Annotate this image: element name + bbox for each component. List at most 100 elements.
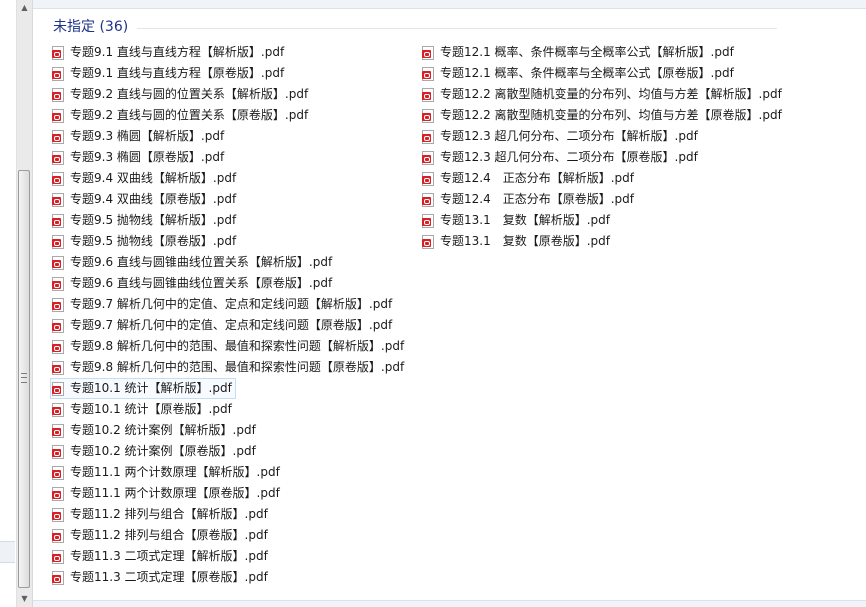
pdf-file-icon bbox=[52, 192, 64, 207]
pdf-file-icon bbox=[422, 66, 434, 81]
pdf-file-icon bbox=[52, 108, 64, 123]
file-item[interactable]: 专题12.2 离散型随机变量的分布列、均值与方差【原卷版】.pdf bbox=[420, 105, 786, 126]
file-item[interactable]: 专题9.5 抛物线【原卷版】.pdf bbox=[50, 231, 240, 252]
file-name: 专题10.2 统计案例【解析版】.pdf bbox=[70, 423, 256, 437]
file-item[interactable]: 专题9.8 解析几何中的范围、最值和探索性问题【解析版】.pdf bbox=[50, 336, 408, 357]
file-name: 专题9.1 直线与直线方程【解析版】.pdf bbox=[70, 45, 285, 59]
file-name: 专题9.6 直线与圆锥曲线位置关系【解析版】.pdf bbox=[70, 255, 333, 269]
file-item[interactable]: 专题9.8 解析几何中的范围、最值和探索性问题【原卷版】.pdf bbox=[50, 357, 408, 378]
file-item[interactable]: 专题12.2 离散型随机变量的分布列、均值与方差【解析版】.pdf bbox=[420, 84, 786, 105]
pdf-file-icon bbox=[52, 234, 64, 249]
pdf-file-icon bbox=[52, 465, 64, 480]
file-name: 专题11.3 二项式定理【解析版】.pdf bbox=[70, 549, 268, 563]
file-column-right: 专题12.1 概率、条件概率与全概率公式【解析版】.pdf 专题12.1 概率、条… bbox=[420, 42, 786, 252]
file-name: 专题12.4 正态分布【解析版】.pdf bbox=[440, 171, 634, 185]
file-item[interactable]: 专题9.6 直线与圆锥曲线位置关系【原卷版】.pdf bbox=[50, 273, 336, 294]
scroll-down-arrow-icon[interactable]: ▼ bbox=[21, 594, 28, 603]
file-name: 专题12.1 概率、条件概率与全概率公式【解析版】.pdf bbox=[440, 45, 734, 59]
file-name: 专题9.8 解析几何中的范围、最值和探索性问题【原卷版】.pdf bbox=[70, 360, 405, 374]
file-item[interactable]: 专题13.1 复数【解析版】.pdf bbox=[420, 210, 614, 231]
file-item[interactable]: 专题10.1 统计【解析版】.pdf bbox=[50, 378, 236, 399]
file-name: 专题11.2 排列与组合【解析版】.pdf bbox=[70, 507, 268, 521]
pdf-file-icon bbox=[52, 171, 64, 186]
pdf-file-icon bbox=[52, 150, 64, 165]
navigation-pane bbox=[0, 0, 17, 607]
file-name: 专题9.7 解析几何中的定值、定点和定线问题【解析版】.pdf bbox=[70, 297, 393, 311]
file-item[interactable]: 专题9.7 解析几何中的定值、定点和定线问题【原卷版】.pdf bbox=[50, 315, 396, 336]
navigation-pane-item[interactable] bbox=[0, 541, 15, 563]
pdf-file-icon bbox=[52, 255, 64, 270]
file-item[interactable]: 专题9.3 椭圆【解析版】.pdf bbox=[50, 126, 228, 147]
pdf-file-icon bbox=[52, 129, 64, 144]
file-item[interactable]: 专题9.5 抛物线【解析版】.pdf bbox=[50, 210, 240, 231]
pdf-file-icon bbox=[52, 276, 64, 291]
file-item[interactable]: 专题11.2 排列与组合【解析版】.pdf bbox=[50, 504, 272, 525]
file-name: 专题12.3 超几何分布、二项分布【原卷版】.pdf bbox=[440, 150, 698, 164]
file-name: 专题12.4 正态分布【原卷版】.pdf bbox=[440, 192, 634, 206]
pdf-file-icon bbox=[52, 213, 64, 228]
content-bottom-edge bbox=[33, 600, 866, 607]
pdf-file-icon bbox=[422, 87, 434, 102]
file-name: 专题9.3 椭圆【解析版】.pdf bbox=[70, 129, 225, 143]
file-item[interactable]: 专题10.2 统计案例【解析版】.pdf bbox=[50, 420, 260, 441]
file-item[interactable]: 专题9.1 直线与直线方程【原卷版】.pdf bbox=[50, 63, 288, 84]
file-item[interactable]: 专题12.3 超几何分布、二项分布【解析版】.pdf bbox=[420, 126, 702, 147]
file-name: 专题12.2 离散型随机变量的分布列、均值与方差【原卷版】.pdf bbox=[440, 108, 782, 122]
file-item[interactable]: 专题12.3 超几何分布、二项分布【原卷版】.pdf bbox=[420, 147, 702, 168]
file-item[interactable]: 专题12.4 正态分布【原卷版】.pdf bbox=[420, 189, 638, 210]
file-name: 专题9.8 解析几何中的范围、最值和探索性问题【解析版】.pdf bbox=[70, 339, 405, 353]
file-item[interactable]: 专题11.2 排列与组合【原卷版】.pdf bbox=[50, 525, 272, 546]
file-item[interactable]: 专题9.4 双曲线【原卷版】.pdf bbox=[50, 189, 240, 210]
group-header[interactable]: 未指定 (36) bbox=[53, 19, 129, 35]
scrollbar-thumb[interactable] bbox=[18, 170, 30, 588]
file-item[interactable]: 专题11.3 二项式定理【原卷版】.pdf bbox=[50, 567, 272, 588]
file-item[interactable]: 专题10.1 统计【原卷版】.pdf bbox=[50, 399, 236, 420]
file-item[interactable]: 专题10.2 统计案例【原卷版】.pdf bbox=[50, 441, 260, 462]
file-item[interactable]: 专题12.4 正态分布【解析版】.pdf bbox=[420, 168, 638, 189]
file-item[interactable]: 专题12.1 概率、条件概率与全概率公式【原卷版】.pdf bbox=[420, 63, 738, 84]
file-item[interactable]: 专题9.2 直线与圆的位置关系【解析版】.pdf bbox=[50, 84, 312, 105]
content-top-edge bbox=[33, 0, 866, 9]
scrollbar-grip-icon bbox=[21, 373, 27, 383]
file-item[interactable]: 专题9.3 椭圆【原卷版】.pdf bbox=[50, 147, 228, 168]
pdf-file-icon bbox=[422, 129, 434, 144]
file-column-left: 专题9.1 直线与直线方程【解析版】.pdf 专题9.1 直线与直线方程【原卷版】… bbox=[50, 42, 408, 588]
pdf-file-icon bbox=[422, 108, 434, 123]
pdf-file-icon bbox=[52, 45, 64, 60]
file-item[interactable]: 专题9.2 直线与圆的位置关系【原卷版】.pdf bbox=[50, 105, 312, 126]
file-item[interactable]: 专题12.1 概率、条件概率与全概率公式【解析版】.pdf bbox=[420, 42, 738, 63]
file-name: 专题9.4 双曲线【原卷版】.pdf bbox=[70, 192, 237, 206]
file-item[interactable]: 专题11.1 两个计数原理【解析版】.pdf bbox=[50, 462, 284, 483]
vertical-scrollbar[interactable]: ▲ ▼ bbox=[16, 0, 33, 607]
file-name: 专题9.3 椭圆【原卷版】.pdf bbox=[70, 150, 225, 164]
pdf-file-icon bbox=[52, 339, 64, 354]
scroll-up-arrow-icon[interactable]: ▲ bbox=[21, 3, 28, 12]
file-name: 专题10.1 统计【原卷版】.pdf bbox=[70, 402, 232, 416]
pdf-file-icon bbox=[52, 486, 64, 501]
file-item[interactable]: 专题9.7 解析几何中的定值、定点和定线问题【解析版】.pdf bbox=[50, 294, 396, 315]
file-name: 专题9.2 直线与圆的位置关系【解析版】.pdf bbox=[70, 87, 309, 101]
pdf-file-icon bbox=[52, 549, 64, 564]
file-name: 专题9.4 双曲线【解析版】.pdf bbox=[70, 171, 237, 185]
file-item[interactable]: 专题11.1 两个计数原理【原卷版】.pdf bbox=[50, 483, 284, 504]
pdf-file-icon bbox=[422, 150, 434, 165]
file-item[interactable]: 专题9.4 双曲线【解析版】.pdf bbox=[50, 168, 240, 189]
file-name: 专题13.1 复数【解析版】.pdf bbox=[440, 213, 610, 227]
file-item[interactable]: 专题13.1 复数【原卷版】.pdf bbox=[420, 231, 614, 252]
file-name: 专题11.1 两个计数原理【原卷版】.pdf bbox=[70, 486, 280, 500]
file-item[interactable]: 专题9.1 直线与直线方程【解析版】.pdf bbox=[50, 42, 288, 63]
file-name: 专题9.5 抛物线【原卷版】.pdf bbox=[70, 234, 237, 248]
file-item[interactable]: 专题9.6 直线与圆锥曲线位置关系【解析版】.pdf bbox=[50, 252, 336, 273]
pdf-file-icon bbox=[422, 234, 434, 249]
file-name: 专题12.1 概率、条件概率与全概率公式【原卷版】.pdf bbox=[440, 66, 734, 80]
file-name: 专题10.2 统计案例【原卷版】.pdf bbox=[70, 444, 256, 458]
file-name: 专题12.3 超几何分布、二项分布【解析版】.pdf bbox=[440, 129, 698, 143]
file-name: 专题13.1 复数【原卷版】.pdf bbox=[440, 234, 610, 248]
pdf-file-icon bbox=[422, 213, 434, 228]
pdf-file-icon bbox=[52, 402, 64, 417]
file-item[interactable]: 专题11.3 二项式定理【解析版】.pdf bbox=[50, 546, 272, 567]
pdf-file-icon bbox=[52, 444, 64, 459]
pdf-file-icon bbox=[52, 528, 64, 543]
